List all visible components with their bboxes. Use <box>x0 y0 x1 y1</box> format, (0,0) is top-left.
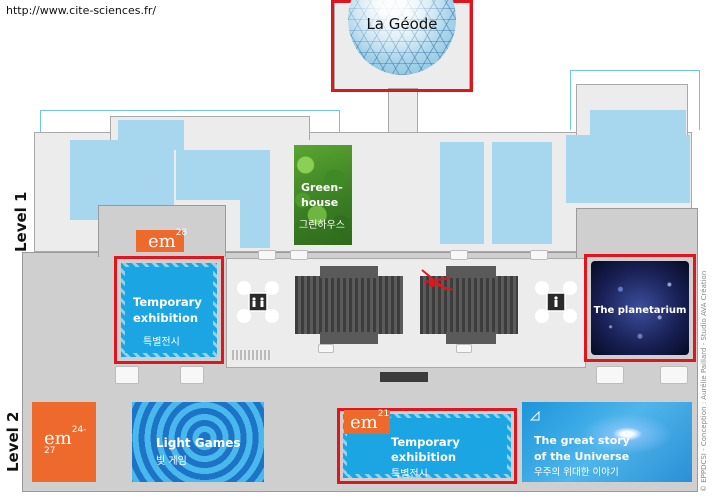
em-21-number: 21 <box>377 409 390 419</box>
exhibit-area <box>440 142 484 244</box>
service-room <box>258 250 276 260</box>
exhibit-area <box>492 142 552 244</box>
service-room <box>660 366 688 384</box>
service-room <box>596 366 624 384</box>
exhibit-area <box>240 198 270 248</box>
universe-card[interactable]: The great story of the Universe 우주의 위대한 … <box>522 402 692 482</box>
em-21-badge: em21 <box>344 409 390 434</box>
elevator-icon <box>236 280 280 324</box>
service-room <box>318 344 334 353</box>
service-room <box>115 366 139 384</box>
site-url[interactable]: http://www.cite-sciences.fr/ <box>6 4 157 17</box>
level1-label: Level 1 <box>12 191 30 252</box>
central-hall <box>226 258 586 368</box>
temp-expo-level1-line1: Temporary <box>133 295 202 309</box>
planetarium-starfield: The planetarium <box>591 261 689 355</box>
temp-expo-level1-highlight[interactable]: Temporary exhibition 특별전시 <box>114 256 224 364</box>
temp-expo-level2-line1: Temporary <box>391 435 460 449</box>
outline-contour <box>40 110 340 150</box>
geode-sphere <box>348 0 456 75</box>
geode-highlight[interactable]: La Géode <box>331 0 473 92</box>
light-games-title: Light Games <box>156 436 241 450</box>
escalator-landing <box>320 266 378 278</box>
escalator-block <box>295 276 403 334</box>
em-24-27-number: 24-27 <box>44 425 87 456</box>
greenhouse-area[interactable]: Green- house 그린하우스 <box>294 145 352 245</box>
escalator-landing <box>446 266 496 278</box>
em-24-27-text: em24-27 <box>44 425 96 468</box>
universe-ko: 우주의 위대한 이야기 <box>534 467 619 478</box>
em-28-main: em <box>148 231 176 252</box>
light-games-ko: 빛 게임 <box>156 456 187 467</box>
helicopter-icon <box>420 268 460 298</box>
universe-line1: The great story <box>534 434 630 447</box>
escalator-bottom <box>380 372 428 382</box>
exhibit-area <box>566 135 690 203</box>
greenhouse-label-line1: Green- <box>301 181 343 194</box>
em-28-badge: em28 <box>136 228 188 252</box>
temp-expo-level1-ko: 특별전시 <box>143 337 180 348</box>
escalator-landing <box>320 332 378 344</box>
temp-expo-level2-line2: exhibition <box>391 450 457 464</box>
exhibit-area <box>176 150 270 200</box>
service-room <box>530 250 548 260</box>
temp-expo-level1-line2: exhibition <box>133 311 199 325</box>
service-room <box>290 250 308 260</box>
planetarium-highlight[interactable]: The planetarium <box>584 254 696 362</box>
temp-expo-level1-card: Temporary exhibition 특별전시 <box>125 267 213 353</box>
credit-text: © EPPDCSI - Conception : Aurélie Paillar… <box>700 270 708 492</box>
em-21-main: em <box>350 412 378 433</box>
greenhouse-label-line2: house <box>301 196 339 209</box>
level2-label: Level 2 <box>4 411 22 472</box>
geode-label: La Géode <box>366 15 438 33</box>
outline-contour <box>570 70 700 130</box>
stair-left <box>232 350 272 360</box>
temp-expo-level2-ko: 특별전시 <box>391 469 428 480</box>
accessible-elevator-icon <box>534 280 578 324</box>
greenhouse-label-ko: 그린하우스 <box>299 220 345 231</box>
service-room <box>450 250 468 260</box>
light-games-card[interactable]: Light Games 빛 게임 <box>132 402 264 482</box>
em-24-27-badge[interactable]: em24-27 <box>32 402 96 482</box>
exhibit-area <box>118 120 184 150</box>
em-28-number: 28 <box>175 228 188 238</box>
escalator-landing <box>446 332 496 344</box>
temp-expo-level1-hatch: Temporary exhibition 특별전시 <box>121 263 217 357</box>
universe-line2: of the Universe <box>534 450 630 463</box>
level2-floor-upper-right <box>576 208 698 258</box>
exhibit-area <box>590 110 686 140</box>
service-room <box>180 366 204 384</box>
planetarium-label: The planetarium <box>593 305 687 316</box>
service-room <box>456 344 472 353</box>
universe-corner-icon <box>529 406 540 421</box>
em-24-27-main: em <box>44 428 72 449</box>
